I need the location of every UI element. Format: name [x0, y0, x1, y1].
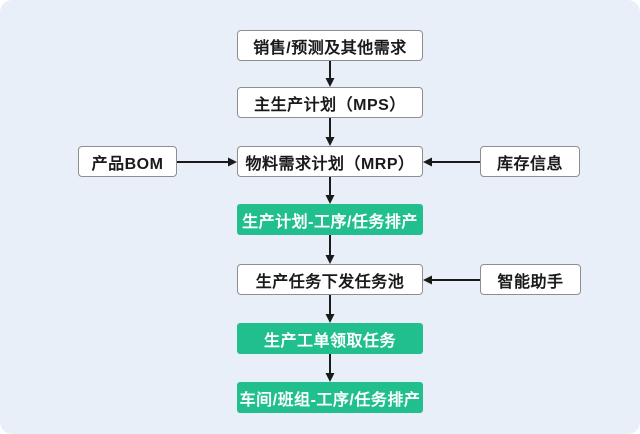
- node-work-order-claim: 生产工单领取任务: [237, 323, 423, 354]
- node-smart-assistant: 智能助手: [480, 264, 581, 295]
- node-sales-forecast: 销售/预测及其他需求: [237, 30, 423, 61]
- arrow-assistant-to-task-pool: [423, 275, 480, 285]
- node-product-bom: 产品BOM: [78, 146, 177, 177]
- arrow-plan-scheduling-to-task-pool: [325, 235, 335, 264]
- arrow-bom-to-mrp: [177, 157, 237, 167]
- node-task-pool: 生产任务下发任务池: [237, 264, 423, 295]
- node-plan-scheduling: 生产计划-工序/任务排产: [237, 204, 423, 235]
- node-mrp: 物料需求计划（MRP）: [237, 146, 423, 177]
- arrow-sales-to-mps: [325, 61, 335, 87]
- node-mps: 主生产计划（MPS）: [237, 87, 423, 118]
- node-inventory-info: 库存信息: [480, 146, 580, 177]
- arrow-task-pool-to-work-order: [325, 295, 335, 323]
- arrow-inventory-to-mrp: [423, 157, 480, 167]
- arrow-mrp-to-plan-scheduling: [325, 177, 335, 204]
- node-workshop-scheduling: 车间/班组-工序/任务排产: [237, 382, 423, 413]
- arrow-mps-to-mrp: [325, 118, 335, 146]
- arrow-work-order-to-workshop: [325, 354, 335, 382]
